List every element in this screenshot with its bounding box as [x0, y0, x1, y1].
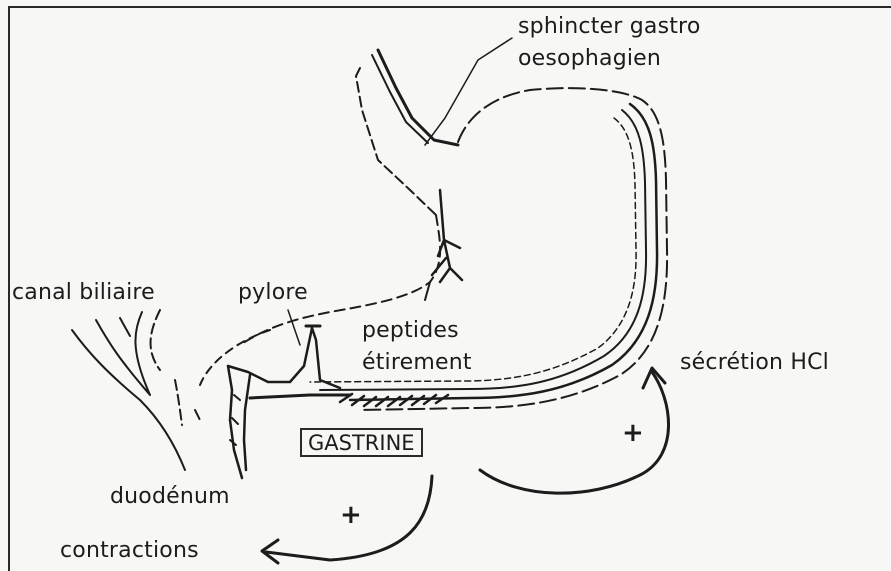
bile-duct-branch: [151, 310, 200, 425]
plus-sign-hcl: +: [622, 418, 644, 448]
label-pylore: pylore: [238, 280, 308, 305]
label-canal-biliaire: canal biliaire: [12, 280, 155, 305]
label-secretion-hcl: sécrétion HCl: [680, 350, 829, 375]
label-peptides: peptides: [362, 318, 459, 343]
stomach-wall-layer-3: [320, 110, 646, 390]
esophagus-right-wall: [378, 50, 458, 145]
pyloric-lower-wall: [250, 395, 350, 398]
duodenum-wall: [228, 366, 250, 478]
label-sphincter-line2: oesophagien: [518, 46, 661, 71]
label-sphincter-line1: sphincter gastro: [518, 14, 700, 39]
vagus-nerve: [432, 190, 462, 282]
hcl-arrowhead: [643, 368, 665, 388]
esophagus-right-wall-inner: [372, 55, 428, 143]
label-etirement: étirement: [362, 350, 472, 375]
gastrine-box: GASTRINE: [300, 428, 423, 457]
pylorus: [228, 328, 340, 388]
pylorus-pointer: [288, 310, 300, 345]
label-contractions: contractions: [60, 538, 199, 563]
stomach-wall-layer-4: [310, 118, 636, 382]
label-duodenum: duodénum: [110, 484, 230, 509]
bile-duct: [72, 312, 185, 470]
sphincter-leader-line: [425, 38, 512, 145]
plus-sign-contractions: +: [340, 500, 362, 530]
